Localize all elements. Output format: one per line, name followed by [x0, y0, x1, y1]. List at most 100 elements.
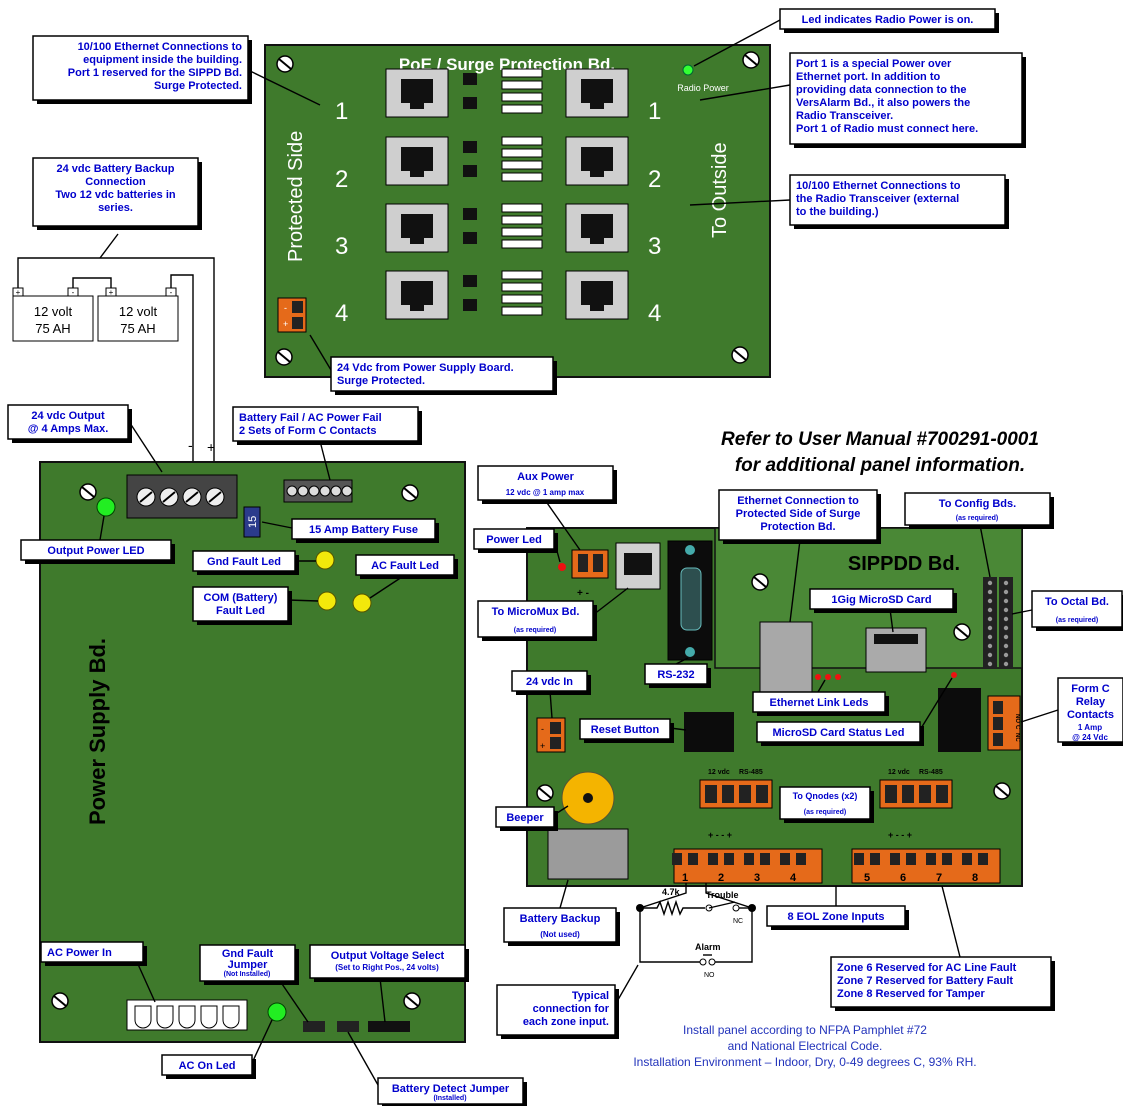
callout-ethernet-inside-text: Port 1 reserved for the SIPPD Bd.	[68, 67, 242, 79]
ac-input-pin	[200, 1005, 218, 1029]
callout-ac-on-led-text: AC On Led	[179, 1060, 236, 1072]
callout-battery-backup2-sub: (Not used)	[540, 930, 580, 939]
callout-battery-backup2: Battery Backup (Not used)	[503, 879, 620, 946]
form-c-terminal-screw	[308, 485, 320, 497]
callout-reset-text: Reset Button	[591, 724, 660, 736]
callout-ethernet-connection-text: Protection Bd.	[760, 521, 835, 533]
callout-ethernet-connection-text: Ethernet Connection to	[737, 495, 859, 507]
qnode-pin	[705, 785, 717, 803]
poe-component	[463, 299, 477, 311]
poe-surge-board: PoE / Surge Protection Bd. Protected Sid…	[264, 44, 771, 378]
zone-pin	[744, 853, 754, 865]
trouble-label: Trouble	[706, 890, 739, 900]
sippdd-screw	[751, 573, 769, 591]
form-c-terminal-screw	[330, 485, 342, 497]
callout-qnodes-text: To Qnodes (x2)	[793, 791, 858, 801]
qnode-right-12vdc: 12 vdc	[888, 769, 910, 776]
zone-number: 4	[790, 872, 797, 884]
callout-output-power-led-text: Output Power LED	[47, 545, 144, 557]
callout-led-radio: Led indicates Radio Power is on.	[693, 8, 999, 67]
battery-fuse	[243, 506, 261, 538]
poe-pin-plus: +	[283, 319, 288, 329]
callout-ethernet-inside: 10/100 Ethernet Connections toequipment …	[32, 35, 321, 106]
callout-microsd-text: 1Gig MicroSD Card	[831, 594, 931, 606]
gnd-fault-led	[315, 550, 335, 570]
callout-com-fault-led-text: COM (Battery)	[204, 592, 278, 604]
callout-battery-backup-text: series.	[98, 202, 133, 214]
callout-microsd-led: MicroSD Card Status Led	[756, 677, 953, 746]
manual-note-line-1: Refer to User Manual #700291-0001	[721, 429, 1039, 450]
callout-port1-poe-text: Radio Transceiver.	[796, 110, 893, 122]
callout-gnd-fault-led: Gnd Fault Led	[192, 550, 316, 575]
zone-pin	[962, 853, 972, 865]
protected-side-label: Protected Side	[285, 131, 307, 262]
poe-port-number-outside: 2	[648, 166, 661, 193]
callout-ethernet-radio-text: 10/100 Ethernet Connections to	[796, 180, 961, 192]
poe-rj45-jack	[385, 136, 449, 186]
battery-1	[12, 295, 94, 342]
psu-terminal-minus: -	[188, 437, 193, 453]
poe-rj45-jack	[565, 270, 629, 320]
form-c-terminal-screw	[297, 485, 309, 497]
qnode-pin	[739, 785, 751, 803]
callout-poe-24vdc-text: Surge Protected.	[337, 375, 425, 387]
poe-component	[463, 141, 477, 153]
zone-pin	[796, 853, 806, 865]
form-c-terminal-screw	[341, 485, 353, 497]
ac-on-led	[267, 1002, 287, 1022]
callout-microsd-led-text: MicroSD Card Status Led	[772, 727, 904, 739]
callout-qnodes-sub: (as required)	[804, 809, 846, 816]
callout-ethernet-inside-text: Surge Protected.	[154, 80, 242, 92]
reset-button	[684, 712, 734, 752]
poe-pin-minus: -	[284, 303, 287, 313]
surge-suppressor	[501, 104, 543, 114]
callout-port1-poe-text: Port 1 of Radio must connect here.	[796, 123, 978, 135]
sippdd-24v-plus: +	[540, 741, 545, 751]
zone-pin	[926, 853, 936, 865]
callout-output-24: 24 vdc Output@ 4 Amps Max.	[7, 404, 163, 473]
callout-ac-fault-led-text: AC Fault Led	[371, 560, 439, 572]
psu-screw	[403, 992, 421, 1010]
callout-qnodes: To Qnodes (x2) (as required)	[779, 786, 874, 823]
callout-aux-power-sub: 12 vdc @ 1 amp max	[506, 488, 585, 497]
poe-port-number-protected: 3	[335, 233, 348, 260]
callout-zones-text: Zone 7 Reserved for Battery Fault	[837, 975, 1013, 987]
callout-zones-text: Zone 8 Reserved for Tamper	[837, 988, 985, 1000]
surge-suppressor	[501, 203, 543, 213]
callout-micromux-text: To MicroMux Bd.	[492, 606, 580, 618]
qnode-pin	[919, 785, 931, 803]
zone-number: 7	[936, 872, 942, 884]
zone-pin	[672, 853, 682, 865]
callout-output-24-text: 24 vdc Output	[31, 410, 105, 422]
typical-zone-circuit: 4.7k Trouble NC Alarm NO	[636, 883, 756, 979]
surge-suppressor	[501, 160, 543, 170]
callout-power-led-text: Power Led	[486, 534, 542, 546]
pin-header	[999, 577, 1013, 669]
poe-board-title: PoE / Surge Protection Bd.	[399, 55, 615, 74]
psu-board-title: Power Supply Bd.	[85, 638, 110, 825]
callout-config-sub: (as required)	[956, 515, 998, 522]
callout-port1-poe-text: Ethernet port. In addition to	[796, 71, 940, 83]
sippdd-board-title: SIPPDD Bd.	[848, 553, 960, 575]
callout-microsd: 1Gig MicroSD Card	[809, 588, 957, 633]
sippdd-screw	[993, 782, 1011, 800]
relay-pin-nc: NC	[1014, 733, 1020, 742]
callout-eol: 8 EOL Zone Inputs	[766, 886, 909, 930]
relay-pin-c: C	[1014, 725, 1020, 730]
poe-24v-connector: - +	[277, 297, 307, 333]
callout-battery-backup2-text: Battery Backup	[520, 913, 601, 925]
poe-rj45-jack	[565, 136, 629, 186]
callout-battery-detect-text: Battery Detect Jumper	[392, 1083, 510, 1095]
callout-battery-detect-sub: (Installed)	[433, 1095, 466, 1102]
callout-fuse: 15 Amp Battery Fuse	[261, 518, 439, 543]
com-fault-led	[317, 591, 337, 611]
callout-form-c-text: Contacts	[1067, 709, 1114, 721]
callout-typical-text: each zone input.	[523, 1016, 609, 1028]
ac-input-pin	[156, 1005, 174, 1029]
poe-port-number-protected: 2	[335, 166, 348, 193]
output-terminal-screw	[159, 487, 179, 507]
battery-1-capacity: 75 AH	[35, 321, 70, 336]
